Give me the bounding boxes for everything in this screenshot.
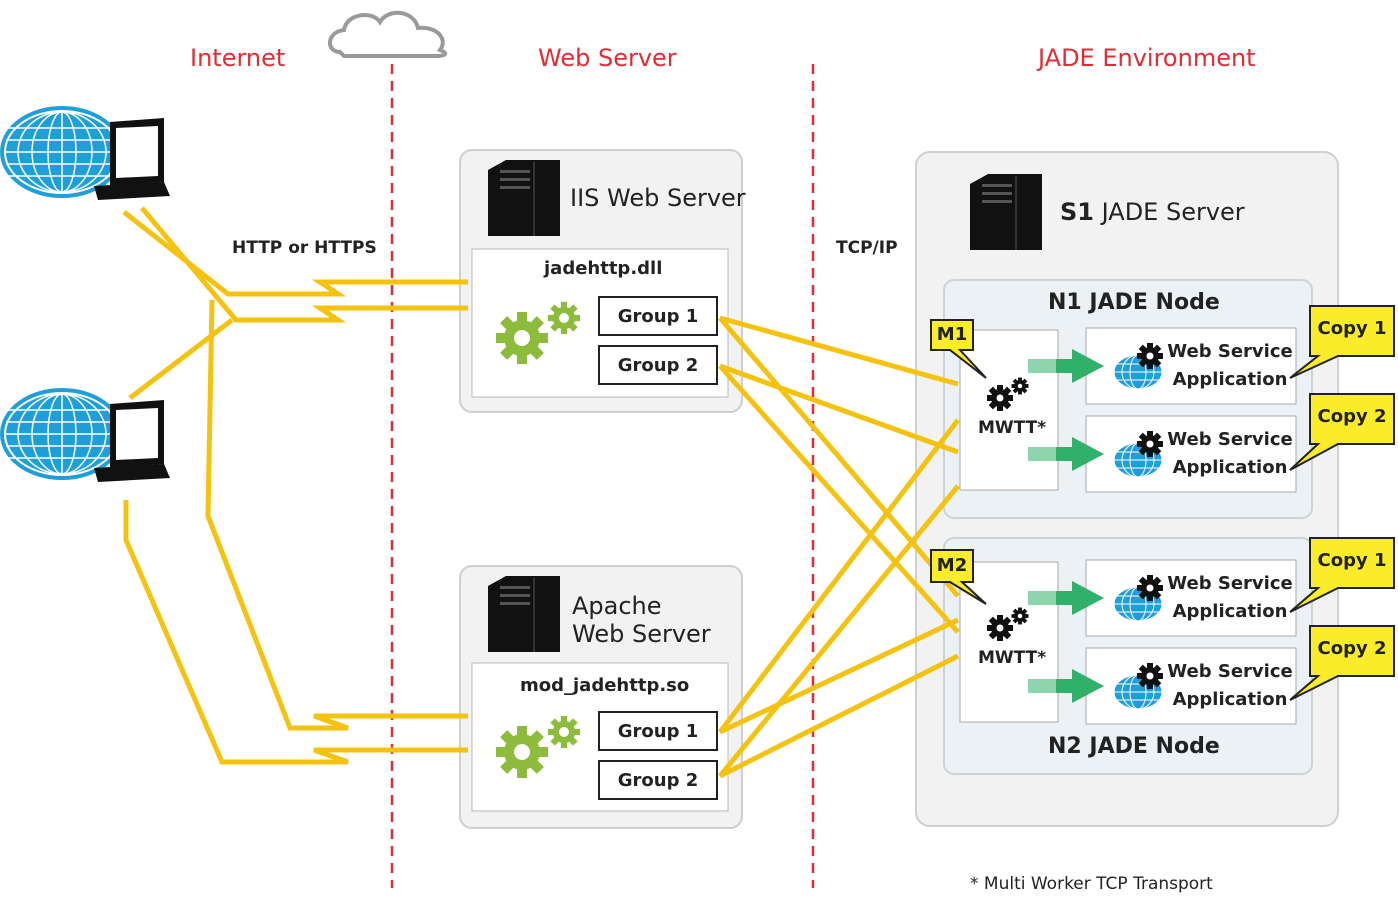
ws-app-line1: Web Service [1167,429,1293,450]
protocol-http-label: HTTP or HTTPS [232,238,377,258]
mwtt-label-n2: MWTT* [978,648,1047,668]
footnote: * Multi Worker TCP Transport [970,874,1213,894]
iis-group2: Group 2 [598,345,718,385]
cloud-icon [328,11,448,58]
callout-label-n1-copy1: Copy 1 [1317,318,1387,339]
client-computer-icon [0,388,170,482]
ws-app-line2: Application [1172,369,1288,390]
ws-app-line1: Web Service [1167,661,1293,682]
ws-app-line2: Application [1172,689,1288,710]
iis-module-label: jadehttp.dll [544,258,663,279]
callout-m1 [930,319,987,379]
mwtt-label-n1: MWTT* [978,418,1047,438]
callout-n1-copy1 [1289,305,1395,379]
jade-server-name: JADE Server [1093,198,1245,226]
callout-label-n2-copy2: Copy 2 [1317,638,1387,659]
marker-m2: M2 [936,555,968,576]
client-computer-icon [0,106,170,200]
node2-title: N2 JADE Node [1048,734,1220,759]
apache-group1: Group 1 [598,711,718,751]
callout-n1-copy2 [1289,393,1395,471]
marker-m1: M1 [936,324,968,345]
callout-n2-copy2 [1289,625,1395,701]
mwtt-box-n1 [959,329,1059,491]
ws-app-n1-1: Web Service Application [1160,338,1300,394]
mwtt-box-n2 [959,561,1059,723]
zone-title-web-server: Web Server [538,44,677,72]
ws-app-line1: Web Service [1167,341,1293,362]
node1-title: N1 JADE Node [1048,290,1220,315]
ws-app-n2-1: Web Service Application [1160,570,1300,626]
callout-label-n1-copy2: Copy 2 [1317,406,1387,427]
apache-module-label: mod_jadehttp.so [520,675,690,696]
apache-title-line1: Apache [572,592,662,620]
zone-title-internet: Internet [190,44,286,72]
protocol-tcpip-label: TCP/IP [836,238,898,258]
callout-m2 [930,549,987,605]
iis-group1: Group 1 [598,296,718,336]
server-tower-icon [969,173,1043,251]
jade-server-id: S1 [1060,198,1094,226]
apache-title-line2: Web Server [572,620,711,648]
server-tower-icon [487,159,561,237]
zone-title-jade-environment: JADE Environment [1038,44,1256,72]
jade-server-title: S1 JADE Server [1060,198,1245,226]
ws-app-line1: Web Service [1167,573,1293,594]
iis-title: IIS Web Server [570,184,746,212]
callout-n2-copy1 [1289,537,1395,613]
ws-app-n2-2: Web Service Application [1160,658,1300,714]
apache-group2: Group 2 [598,760,718,800]
ws-app-n1-2: Web Service Application [1160,426,1300,482]
ws-app-line2: Application [1172,457,1288,478]
callout-label-n2-copy1: Copy 1 [1317,550,1387,571]
ws-app-line2: Application [1172,601,1288,622]
connection-lines [122,206,960,779]
server-tower-icon [487,575,561,653]
